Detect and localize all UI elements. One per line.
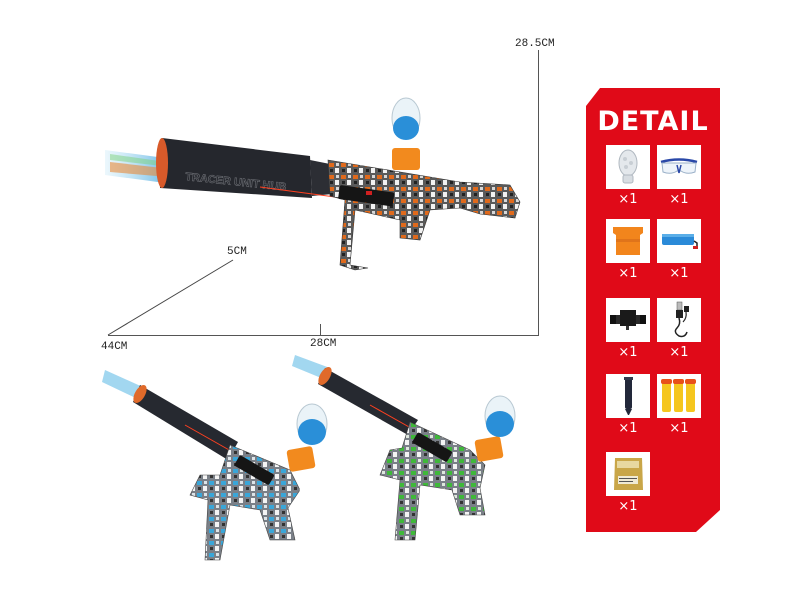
item-foam-darts	[657, 374, 701, 418]
body-length-label: 28CM	[310, 338, 337, 350]
usb-cable-icon	[657, 298, 701, 342]
depth-label: 5CM	[227, 246, 247, 258]
product-image-green-hopper	[474, 395, 516, 462]
length-dimension-line	[108, 335, 539, 336]
product-image-green	[292, 355, 486, 541]
item-usb-charging-cable	[657, 298, 701, 342]
item-tracer-tube	[606, 374, 650, 418]
detail-title: DETAIL	[597, 106, 709, 137]
item-qty: ×1	[618, 345, 638, 360]
goggles-icon	[657, 145, 701, 189]
item-qty: ×1	[618, 499, 638, 514]
item-qty: ×1	[669, 345, 689, 360]
item-gel-ball-hopper	[606, 145, 650, 189]
height-label: 28.5CM	[515, 38, 555, 50]
laser-sight-icon	[606, 298, 650, 342]
item-hopper-adapter	[606, 219, 650, 263]
height-dimension-line	[538, 50, 539, 336]
gel-ball-pack-icon	[606, 452, 650, 496]
item-safety-goggles	[657, 145, 701, 189]
detail-panel: DETAIL ×1 ×1 ×1 ×1	[586, 88, 720, 532]
adapter-icon	[606, 219, 650, 263]
hopper-icon	[606, 145, 650, 189]
depth-dimension-line	[107, 259, 234, 336]
length-tick	[320, 324, 321, 335]
item-qty: ×1	[618, 192, 638, 207]
foam-darts-icon	[657, 374, 701, 418]
item-qty: ×1	[618, 266, 638, 281]
item-qty: ×1	[669, 421, 689, 436]
item-gel-ball-pack	[606, 452, 650, 496]
product-image-blue	[102, 370, 300, 561]
battery-icon	[657, 219, 701, 263]
product-image-orange: TRACER UNIT HUB	[105, 97, 521, 271]
item-battery-pack	[657, 219, 701, 263]
total-length-label: 44CM	[101, 341, 128, 353]
tracer-tube-icon	[606, 374, 650, 418]
item-qty: ×1	[669, 192, 689, 207]
item-qty: ×1	[618, 421, 638, 436]
item-qty: ×1	[669, 266, 689, 281]
item-laser-sight	[606, 298, 650, 342]
product-image-blue-hopper	[286, 403, 328, 472]
